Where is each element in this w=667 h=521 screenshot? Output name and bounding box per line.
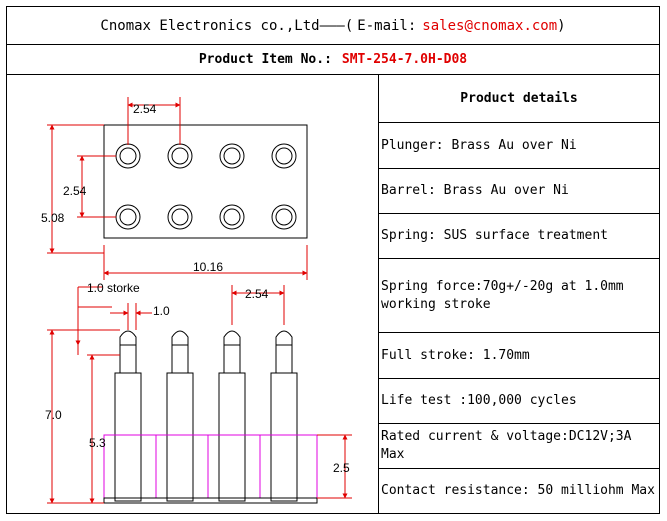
detail-contact-resistance: Contact resistance: 50 milliohm Max [381, 483, 655, 498]
detail-spring-force: Spring force:70g+/-20g at 1.0mm working … [379, 259, 659, 333]
top-view-body [103, 124, 308, 239]
item-label: Product Item No.: [198, 51, 332, 67]
company-name: Cnomax Electronics co.,Ltd [100, 17, 320, 34]
detail-full-stroke: Full stroke: 1.70mm [379, 333, 659, 379]
base-plate [103, 497, 318, 504]
dim-pitch-top: 2.54 [133, 102, 157, 116]
top-view-pins [115, 143, 297, 230]
detail-rated: Rated current & voltage:DC12V;3A Max [379, 424, 659, 469]
side-view-pins [114, 330, 298, 502]
dim-height: 5.08 [41, 211, 65, 225]
dim-row-pitch: 2.54 [63, 184, 87, 198]
detail-plunger: Plunger: Brass Au over Ni [379, 123, 659, 169]
dim-stroke-label: 1.0 storke [87, 281, 140, 295]
product-item-row: Product Item No.: SMT-254-7.0H-D08 [7, 44, 659, 75]
insulator-body [103, 434, 318, 499]
detail-spring: Spring: SUS surface treatment [379, 214, 659, 259]
detail-barrel: Barrel: Brass Au over Ni [379, 169, 659, 214]
dim-body-height: 5.3 [89, 436, 106, 450]
header-dash: ———( [319, 17, 354, 34]
email-label: E-mail: [357, 17, 417, 34]
header-close: ) [557, 17, 566, 34]
technical-drawing: 2.54 2.54 5.08 10.16 [7, 75, 379, 513]
item-number: SMT-254-7.0H-D08 [341, 51, 468, 67]
dim-plunger: 1.0 [153, 304, 170, 318]
dim-total-height: 7.0 [45, 408, 62, 422]
details-heading: Product details [379, 75, 659, 123]
spec-sheet: Cnomax Electronics co.,Ltd ———( E-mail: … [6, 6, 660, 514]
drawing-canvas: 2.54 2.54 5.08 10.16 [41, 97, 352, 504]
email-link[interactable]: sales@cnomax.com [422, 17, 558, 34]
dim-insulator: 2.5 [333, 461, 350, 475]
header-row: Cnomax Electronics co.,Ltd ———( E-mail: … [7, 7, 659, 45]
dim-pitch-side: 2.54 [245, 287, 269, 301]
product-details-table: Product details Plunger: Brass Au over N… [379, 75, 659, 513]
detail-life-test: Life test :100,000 cycles [379, 379, 659, 424]
dim-width: 10.16 [193, 260, 223, 274]
